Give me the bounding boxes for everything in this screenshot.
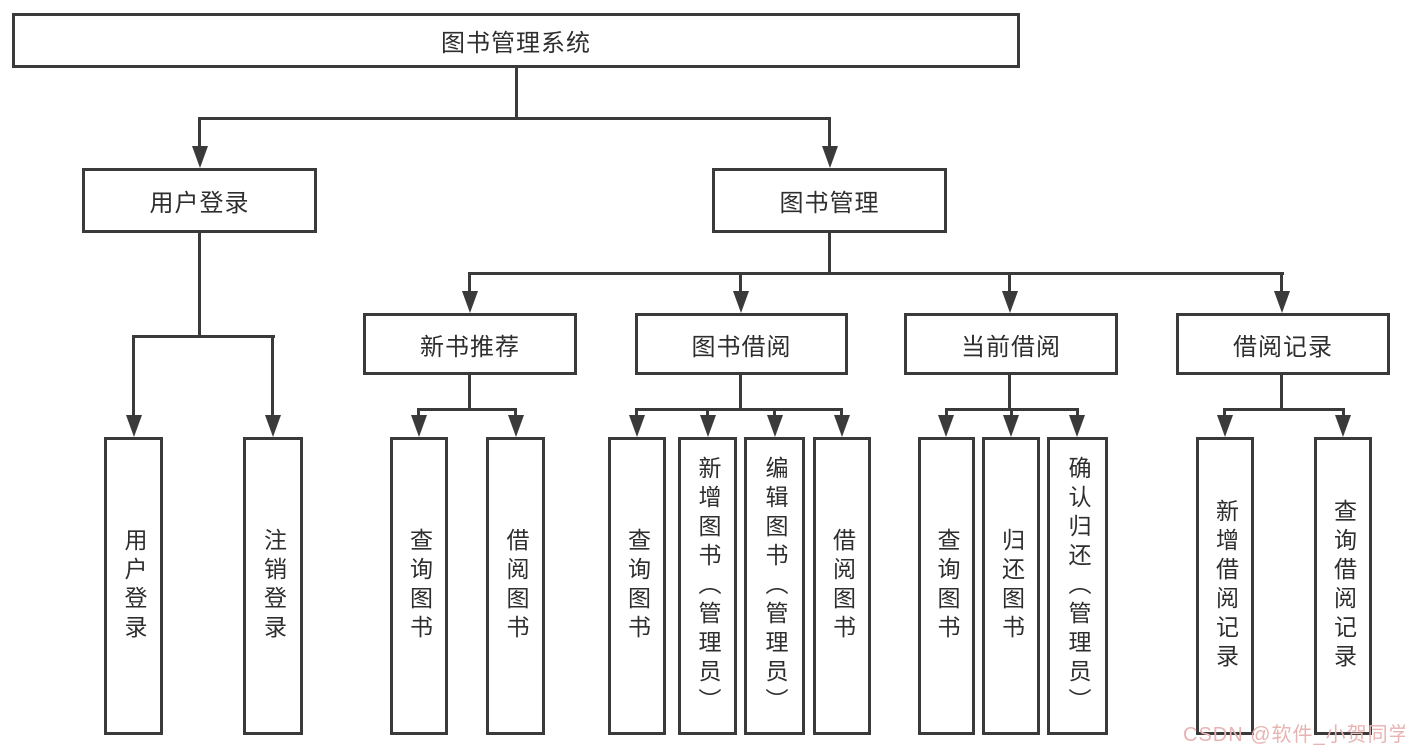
connector-line xyxy=(1008,272,1011,296)
connector-line xyxy=(198,117,201,150)
connector-line xyxy=(739,375,742,411)
leaf-bb-edit-books-admin: 编辑图书（管理员） xyxy=(744,437,805,735)
arrow-down-icon xyxy=(411,415,427,437)
leaf-bb-query-books: 查询图书 xyxy=(608,437,666,735)
arrow-down-icon xyxy=(1003,415,1019,437)
connector-line xyxy=(1010,408,1013,420)
connector-line xyxy=(635,408,638,420)
arrow-down-icon xyxy=(508,415,524,437)
node-root: 图书管理系统 xyxy=(12,13,1020,68)
node-user-login: 用户登录 xyxy=(82,168,317,233)
connector-line xyxy=(773,408,776,420)
leaf-bb-add-books-admin: 新增图书（管理员） xyxy=(678,437,737,735)
arrow-down-icon xyxy=(1002,291,1018,313)
arrow-down-icon xyxy=(767,415,783,437)
leaf-cb-query-books: 查询图书 xyxy=(918,437,975,735)
csdn-watermark: CSDN @软件_小贺同学 xyxy=(1183,724,1405,746)
leaf-br-add-record: 新增借阅记录 xyxy=(1196,437,1254,735)
arrow-down-icon xyxy=(462,291,478,313)
connector-line xyxy=(417,408,517,411)
connector-line xyxy=(514,408,517,420)
arrow-down-icon xyxy=(1069,415,1085,437)
connector-line xyxy=(417,408,420,420)
leaf-nbr-query-books: 查询图书 xyxy=(390,437,448,735)
leaf-cb-return-books: 归还图书 xyxy=(982,437,1040,735)
arrow-down-icon xyxy=(700,415,716,437)
arrow-down-icon xyxy=(733,291,749,313)
arrow-down-icon xyxy=(938,415,954,437)
arrow-down-icon xyxy=(629,415,645,437)
connector-line xyxy=(198,117,831,120)
connector-line xyxy=(198,233,201,338)
leaf-nbr-borrow-books: 借阅图书 xyxy=(486,437,545,735)
connector-line xyxy=(1223,408,1345,411)
arrow-down-icon xyxy=(1335,415,1351,437)
connector-line xyxy=(739,272,742,296)
node-book-borrow: 图书借阅 xyxy=(635,313,848,375)
connector-line xyxy=(468,272,471,296)
connector-line xyxy=(1280,272,1283,296)
connector-line xyxy=(840,408,843,420)
node-current-borrow: 当前借阅 xyxy=(904,313,1118,375)
node-borrow-records: 借阅记录 xyxy=(1176,313,1390,375)
connector-line xyxy=(1342,408,1345,420)
connector-line xyxy=(828,117,831,150)
connector-line xyxy=(828,233,831,275)
connector-line xyxy=(945,408,948,420)
node-new-book-recommend: 新书推荐 xyxy=(363,313,577,375)
arrow-down-icon xyxy=(126,415,142,437)
connector-line xyxy=(468,272,1284,275)
arrow-down-icon xyxy=(834,415,850,437)
connector-line xyxy=(468,375,471,411)
connector-line xyxy=(1280,375,1283,411)
connector-line xyxy=(1008,375,1011,411)
leaf-cb-confirm-return-admin: 确认归还（管理员） xyxy=(1047,437,1108,735)
arrow-down-icon xyxy=(1217,415,1233,437)
leaf-bb-borrow-books: 借阅图书 xyxy=(813,437,871,735)
connector-line xyxy=(1076,408,1079,420)
connector-line xyxy=(132,335,275,338)
arrow-down-icon xyxy=(192,146,208,168)
arrow-down-icon xyxy=(1274,291,1290,313)
arrow-down-icon xyxy=(822,146,838,168)
connector-line xyxy=(515,68,518,120)
arrow-down-icon xyxy=(265,415,281,437)
connector-line xyxy=(1223,408,1226,420)
leaf-br-query-record: 查询借阅记录 xyxy=(1314,437,1372,735)
connector-line xyxy=(271,335,274,420)
leaf-user-login: 用户登录 xyxy=(104,437,163,735)
connector-line xyxy=(635,408,843,411)
leaf-logout-login: 注销登录 xyxy=(243,437,303,735)
node-book-management: 图书管理 xyxy=(712,168,947,233)
connector-line xyxy=(132,335,135,420)
connector-line xyxy=(706,408,709,420)
